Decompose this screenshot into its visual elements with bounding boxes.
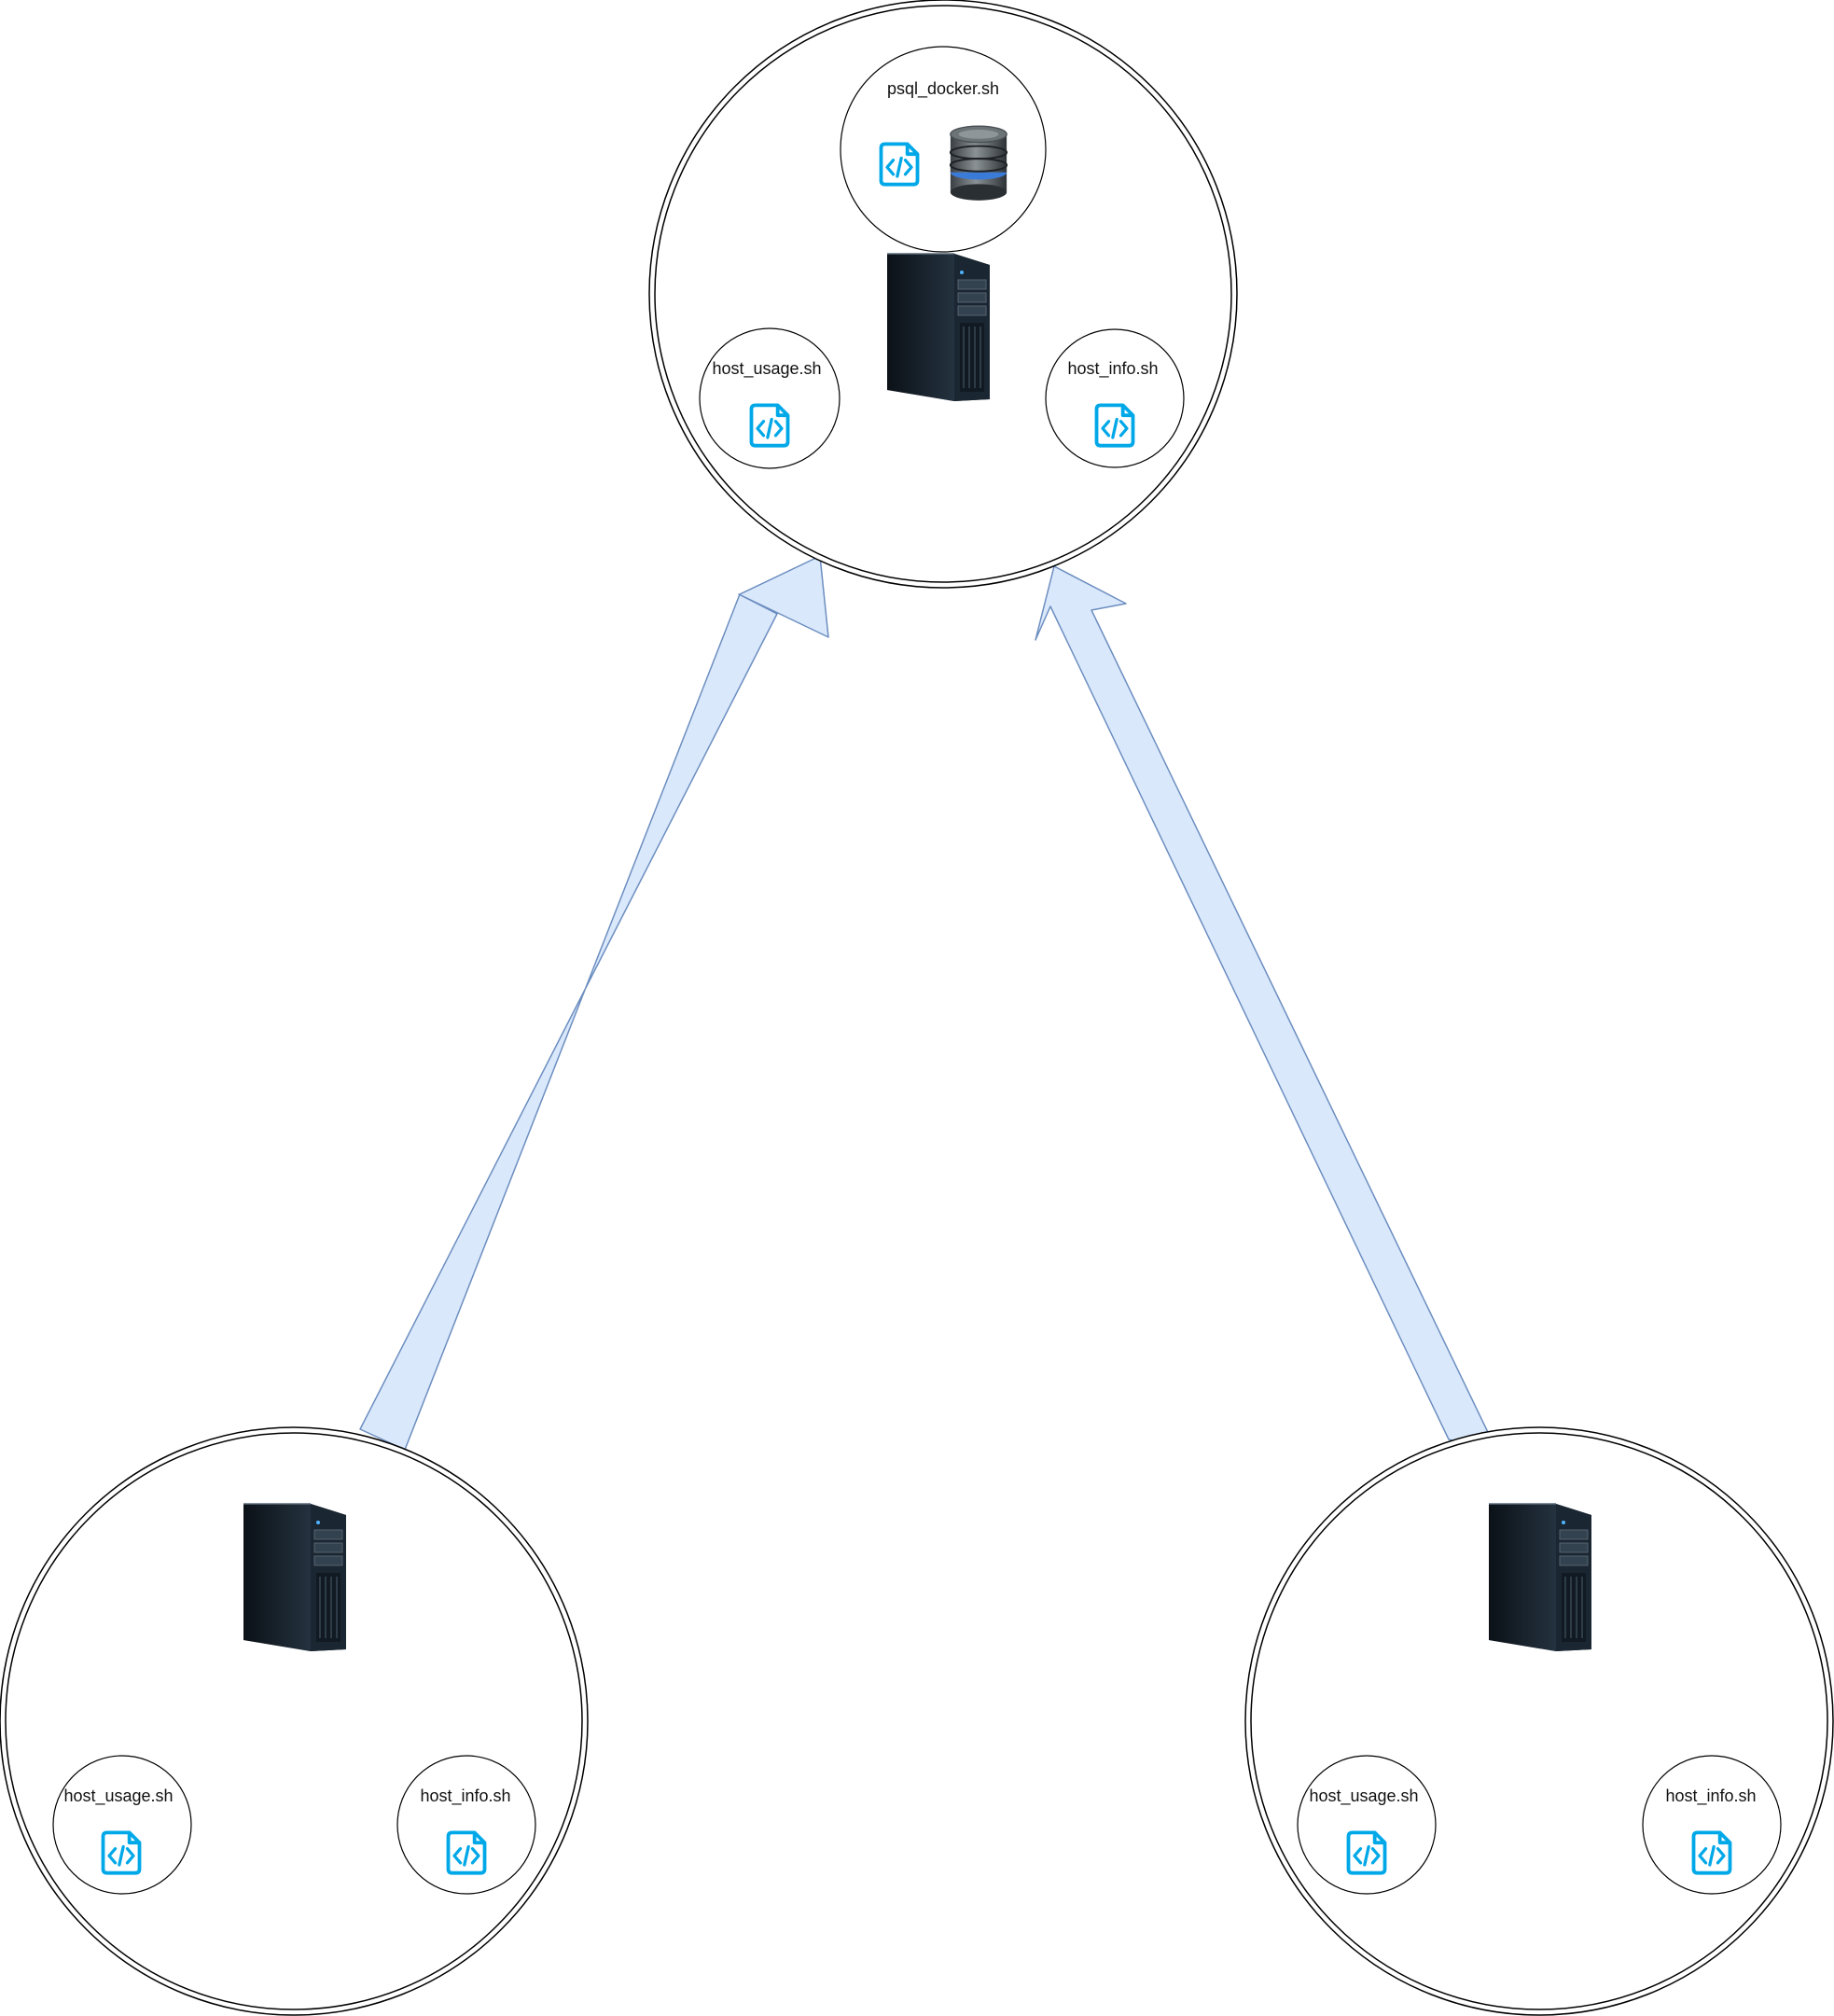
host-info-node: host_info.sh bbox=[396, 1755, 536, 1895]
host-usage-node: host_usage.sh bbox=[699, 327, 841, 469]
host-usage-node: host_usage.sh bbox=[52, 1755, 192, 1895]
database-icon bbox=[949, 125, 1008, 202]
host-usage-label: host_usage.sh bbox=[63, 1787, 173, 1806]
host-usage-label: host_usage.sh bbox=[1309, 1787, 1418, 1806]
host-usage-label: host_usage.sh bbox=[712, 359, 821, 379]
psql-docker-node: psql_docker.sh bbox=[840, 46, 1047, 253]
server-tower-icon bbox=[243, 1503, 347, 1651]
connection-arrow-left bbox=[359, 555, 829, 1451]
host-info-label: host_info.sh bbox=[1665, 1787, 1756, 1806]
host-info-label: host_info.sh bbox=[420, 1787, 510, 1806]
host-info-label: host_info.sh bbox=[1067, 359, 1158, 379]
server-tower-icon bbox=[886, 253, 991, 401]
connection-arrow-right bbox=[1035, 565, 1498, 1453]
host-usage-node: host_usage.sh bbox=[1297, 1755, 1437, 1895]
psql-docker-label: psql_docker.sh bbox=[887, 79, 999, 99]
server-host-node: psql_docker.sh host_usage.sh host_info.s… bbox=[648, 0, 1238, 589]
client-host-left-node: host_usage.sh host_info.sh bbox=[0, 1426, 589, 2016]
host-info-node: host_info.sh bbox=[1045, 328, 1185, 468]
client-host-right-node: host_usage.sh host_info.sh bbox=[1244, 1426, 1834, 2016]
server-tower-icon bbox=[1488, 1503, 1592, 1651]
host-info-node: host_info.sh bbox=[1642, 1755, 1782, 1895]
